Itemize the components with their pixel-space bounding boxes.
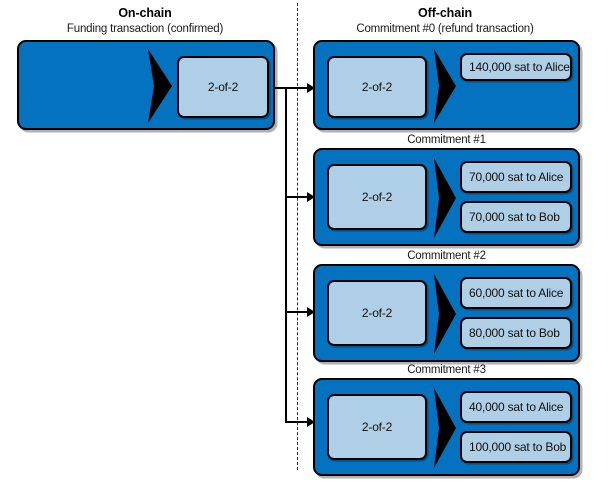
commitment-2-bowtie-marker — [434, 274, 456, 354]
connector-arrow-1 — [307, 192, 315, 202]
commitment-1-output-0: 70,000 sat to Alice — [460, 161, 572, 193]
connector-arrow-2 — [307, 307, 315, 317]
connector-arrow-0 — [307, 83, 315, 93]
connector-branch-1 — [285, 196, 313, 198]
commitment-2-caption: Commitment #2 — [407, 250, 486, 262]
offchain-heading: Off-chain — [418, 6, 472, 20]
commitment-3-bowtie-marker — [434, 388, 456, 468]
onchain-offchain-divider — [297, 3, 298, 470]
commitment-0-input-2of2: 2-of-2 — [327, 56, 427, 118]
commitment-2-box: 2-of-2 60,000 sat to Alice 80,000 sat to… — [313, 264, 580, 362]
connector-branch-2 — [285, 311, 313, 313]
connector-branch-0 — [285, 87, 313, 89]
commitment-3-input-2of2: 2-of-2 — [327, 394, 427, 460]
connector-arrow-3 — [307, 417, 315, 427]
funding-output-2of2: 2-of-2 — [177, 56, 269, 118]
commitment-2-output-1: 80,000 sat to Bob — [460, 317, 572, 349]
commitment-1-box: 2-of-2 70,000 sat to Alice 70,000 sat to… — [313, 148, 580, 246]
commitment-3-box: 2-of-2 40,000 sat to Alice 100,000 sat t… — [313, 378, 580, 476]
commitment-1-bowtie-marker — [434, 158, 456, 238]
commitment-0-box: 2-of-2 140,000 sat to Alice — [313, 40, 580, 130]
onchain-subheading: Funding transaction (confirmed) — [66, 23, 224, 35]
commitment-1-caption: Commitment #1 — [407, 134, 486, 146]
commitment-1-output-1: 70,000 sat to Bob — [460, 201, 572, 233]
connector-branch-3 — [285, 421, 313, 423]
commitment-2-input-2of2: 2-of-2 — [327, 280, 427, 346]
commitment-3-output-1: 100,000 sat to Bob — [460, 431, 572, 463]
funding-transaction-box: 2-of-2 — [17, 40, 275, 130]
connector-trunk — [285, 87, 287, 421]
commitment-0-bowtie-marker — [434, 49, 456, 123]
connector-funding-stub — [275, 87, 287, 89]
commitment-2-output-0: 60,000 sat to Alice — [460, 277, 572, 309]
offchain-subheading: Commitment #0 (refund transaction) — [356, 23, 534, 35]
commitment-0-output-0: 140,000 sat to Alice — [460, 53, 572, 81]
commitment-3-caption: Commitment #3 — [407, 364, 486, 376]
commitment-3-output-0: 40,000 sat to Alice — [460, 391, 572, 423]
commitment-1-input-2of2: 2-of-2 — [327, 164, 427, 230]
onchain-heading: On-chain — [118, 6, 172, 20]
funding-bowtie-marker — [148, 49, 172, 123]
